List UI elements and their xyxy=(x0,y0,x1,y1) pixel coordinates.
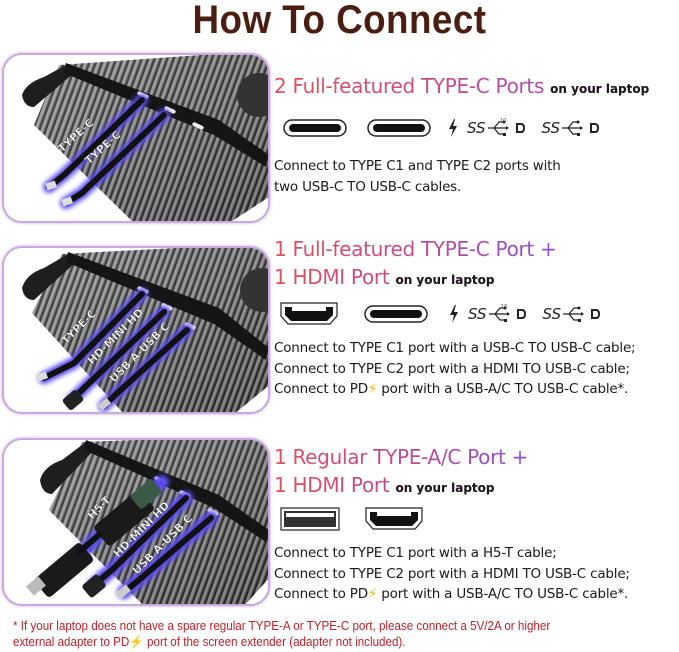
usb-c-port-icon xyxy=(364,305,428,323)
superspeed-label: SS xyxy=(468,305,487,323)
description-line: Connect to TYPE C2 port with a HDMI TO U… xyxy=(274,565,630,582)
line-suffix: port with a USB-A/C TO USB-C cable*. xyxy=(377,381,629,397)
setup-photo-two-type-c: TYPE-C TYPE-C xyxy=(2,53,270,223)
lightning-bolt-icon: ⚡ xyxy=(129,635,144,649)
line-prefix: Connect to PD xyxy=(274,381,368,397)
lightning-bolt-icon: ⚡ xyxy=(367,381,378,397)
setup-photo-type-c-hdmi: TYPE-C HD-MINI HD USB A-USB C xyxy=(2,246,270,414)
hdmi-port-icon xyxy=(280,302,338,325)
usb-displayport-icon xyxy=(562,120,600,136)
description-line: Connect to TYPE C1 and TYPE C2 ports wit… xyxy=(274,158,561,174)
description-line: Connect to TYPE C2 port with a HDMI TO U… xyxy=(274,360,630,377)
heading-suffix: on your laptop xyxy=(395,481,495,495)
section-3-heading: 1 Regular TYPE-A/C Port + 1 HDMI Port on… xyxy=(274,444,528,501)
heading-text: 1 Regular TYPE-A/C Port + xyxy=(274,445,529,469)
description-line: Connect to TYPE C1 port with a USB-C TO … xyxy=(274,340,636,356)
usb-a-port-icon xyxy=(280,507,340,531)
description-line: two USB-C TO USB-C cables. xyxy=(274,178,462,195)
description-line: Connect to PD⚡ port with a USB-A/C TO US… xyxy=(274,584,630,605)
line-suffix: port with a USB-A/C TO USB-C cable*. xyxy=(377,586,629,602)
svg-text:10: 10 xyxy=(500,118,506,124)
usb-displayport-icon xyxy=(563,306,601,322)
description-line: Connect to TYPE C1 port with a H5-T cabl… xyxy=(274,545,557,561)
section-2-port-icons: SS 10 SS xyxy=(280,302,605,326)
superspeed-label: SS xyxy=(541,119,561,137)
section-1-description: Connect to TYPE C1 and TYPE C2 ports wit… xyxy=(274,156,561,197)
section-1-heading: 2 Full-featured TYPE-C Ports on your lap… xyxy=(274,73,649,102)
line-suffix: port of the screen extender (adapter not… xyxy=(143,635,406,649)
footnote: * If your laptop does not have a spare r… xyxy=(13,618,627,650)
heading-text: 2 Full-featured TYPE-C Ports xyxy=(274,74,545,98)
section-2-description: Connect to TYPE C1 port with a USB-C TO … xyxy=(274,338,636,400)
footnote-line: * If your laptop does not have a spare r… xyxy=(13,619,551,633)
svg-text:10: 10 xyxy=(501,304,507,310)
usb-10-displayport-icon: 10 xyxy=(488,304,526,322)
section-3-description: Connect to TYPE C1 port with a H5-T cabl… xyxy=(274,543,630,605)
section-3-port-icons xyxy=(280,507,423,531)
heading-text: 1 HDMI Port xyxy=(274,473,390,497)
lightning-bolt-icon: ⚡ xyxy=(367,586,378,602)
superspeed-label: SS xyxy=(542,305,562,323)
usb-c-port-icon xyxy=(367,119,431,137)
footnote-line: external adapter to PD⚡ port of the scre… xyxy=(13,634,627,650)
line-prefix: external adapter to PD xyxy=(13,635,130,649)
description-line: Connect to PD⚡ port with a USB-A/C TO US… xyxy=(274,379,635,400)
thunderbolt-icon xyxy=(450,305,458,323)
usb-10-displayport-icon: 10 xyxy=(487,118,525,136)
heading-text: 1 Full-featured TYPE-C Port + xyxy=(274,237,557,261)
heading-text: 1 HDMI Port xyxy=(274,265,390,289)
superspeed-label: SS xyxy=(467,119,486,137)
setup-photo-type-a-hdmi: H5-T HD-MINI HD USB A-USB C xyxy=(2,438,270,606)
line-prefix: Connect to PD xyxy=(274,586,368,602)
page-title: How To Connect xyxy=(192,0,487,42)
usb-c-port-icon xyxy=(283,119,347,137)
section-1-port-icons: SS 10 SS xyxy=(283,118,604,138)
hdmi-port-icon xyxy=(365,507,423,530)
heading-suffix: on your laptop xyxy=(395,273,495,287)
heading-suffix: on your laptop xyxy=(550,82,650,96)
thunderbolt-icon xyxy=(449,119,457,137)
section-2-heading: 1 Full-featured TYPE-C Port + 1 HDMI Por… xyxy=(274,236,557,293)
